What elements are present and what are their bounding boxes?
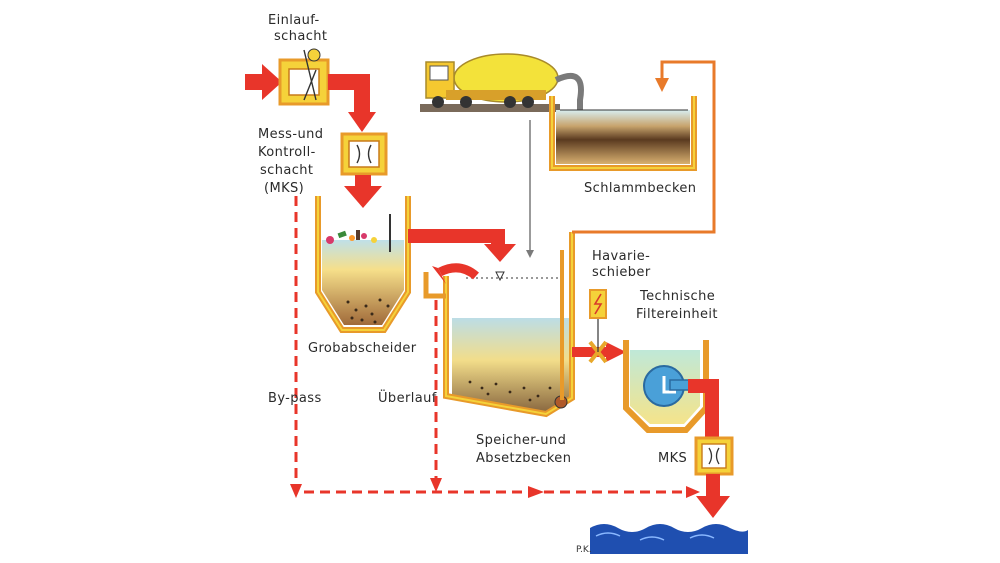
label-mks-bottom: MKS <box>658 451 687 466</box>
inlet-arrow <box>245 64 282 100</box>
label-mks-2: Kontroll- <box>258 145 316 160</box>
label-mks-4: (MKS) <box>264 181 304 196</box>
mks-lower-box <box>694 436 734 476</box>
label-bypass: By-pass <box>268 391 322 406</box>
label-filter-2: Filtereinheit <box>636 307 718 322</box>
label-havarie-2: schieber <box>592 265 651 280</box>
label-mks-3: schacht <box>260 163 313 178</box>
speicher-absetzbecken-tank <box>443 232 575 418</box>
schlammbecken-tank <box>549 96 697 171</box>
label-einlauf-2: schacht <box>274 29 327 44</box>
label-einlauf-1: Einlauf- <box>268 13 320 28</box>
label-filter-1: Technische <box>639 289 715 304</box>
label-speicher-1: Speicher-und <box>476 433 566 448</box>
label-schlammbecken: Schlammbecken <box>584 181 696 196</box>
label-mks-1: Mess-und <box>258 127 323 142</box>
flow-einlauf-to-mks <box>328 74 370 118</box>
label-grobabscheider: Grobabscheider <box>308 341 417 356</box>
flow-filter-to-mks <box>688 379 719 440</box>
label-speicher-2: Absetzbecken <box>476 451 571 466</box>
receiving-water <box>590 524 748 554</box>
flow-grob-to-speicher <box>408 229 505 248</box>
grobabscheider-tank <box>315 196 411 333</box>
return-line <box>572 60 716 234</box>
havarieschieber-valve <box>588 289 608 364</box>
einlaufschacht-box <box>278 48 330 106</box>
label-havarie-1: Havarie- <box>592 249 650 264</box>
sludge-truck <box>420 53 584 142</box>
mks-upper-box <box>340 132 388 176</box>
label-ueberlauf: Überlauf <box>378 389 437 406</box>
filter-unit-tank <box>623 340 709 433</box>
overflow-curve-arrow <box>437 263 479 280</box>
signature: P.K. <box>576 545 592 555</box>
debris <box>326 230 377 244</box>
